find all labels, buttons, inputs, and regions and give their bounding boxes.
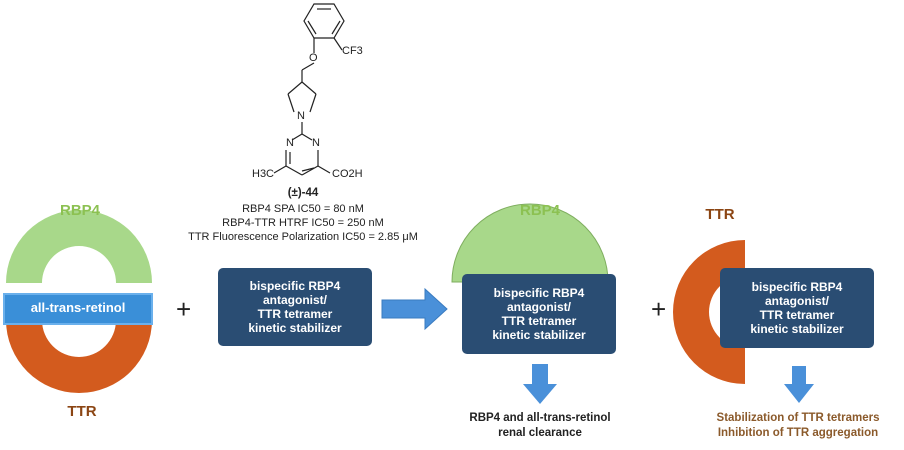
down-arrow-rbp4 [523, 364, 557, 404]
stabilizer-box-ttr-bound: bispecific RBP4 antagonist/ TTR tetramer… [720, 268, 874, 348]
cf3-group-label: CF3 [342, 45, 363, 57]
pyrrolidine-n-label: N [297, 110, 305, 122]
chemical-structure [273, 3, 345, 176]
property-ttr-fp: TTR Fluorescence Polarization IC50 = 2.8… [188, 231, 418, 243]
outcome-rbp4-text: RBP4 and all-trans-retinol renal clearan… [440, 411, 640, 441]
plus-sign-right: + [651, 294, 667, 324]
ttr-label-right: TTR [705, 206, 735, 223]
methyl-group-label: H3C [252, 168, 275, 180]
ttr-label-left: TTR [67, 403, 97, 420]
transition-arrow [381, 287, 448, 331]
stabilizer-line-4: kinetic stabilizer [750, 322, 844, 336]
stabilizer-line-4: kinetic stabilizer [492, 328, 586, 342]
property-rbp4-spa: RBP4 SPA IC50 = 80 nM [242, 203, 364, 215]
ttr-arc-shape [6, 320, 152, 393]
pyrimidine-n2-label: N [312, 137, 320, 149]
stabilizer-box-free: bispecific RBP4 antagonist/ TTR tetramer… [218, 268, 372, 346]
retinol-bar-shape [3, 293, 153, 325]
outcome-ttr-line-2: Inhibition of TTR aggregation [717, 427, 879, 439]
compound-label: (±)-44 [287, 187, 319, 199]
stabilizer-line-1: bispecific RBP4 [493, 286, 585, 300]
stabilizer-line-1: bispecific RBP4 [249, 279, 341, 293]
carboxyl-group-label: CO2H [332, 168, 363, 180]
oxygen-atom-label: O [309, 52, 318, 64]
down-arrow-ttr [784, 366, 814, 403]
stabilizer-line-2: antagonist/ [764, 294, 829, 308]
stabilizer-line-3: TTR tetramer [501, 314, 577, 328]
stabilizer-line-4: kinetic stabilizer [248, 321, 342, 335]
stabilizer-box-rbp4-bound: bispecific RBP4 antagonist/ TTR tetramer… [462, 274, 616, 354]
rbp4-cap-shape [451, 203, 609, 283]
outcome-ttr-line-1: Stabilization of TTR tetramers [716, 412, 880, 424]
outcome-ttr-text: Stabilization of TTR tetramers Inhibitio… [694, 411, 902, 441]
compound-properties: RBP4 SPA IC50 = 80 nM RBP4-TTR HTRF IC50… [158, 202, 448, 244]
stabilizer-line-3: TTR tetramer [759, 308, 835, 322]
pyrimidine-n1-label: N [286, 137, 294, 149]
rbp4-label-left: RBP4 [59, 202, 100, 219]
property-rbp4-ttr-htrf: RBP4-TTR HTRF IC50 = 250 nM [222, 217, 384, 229]
left-complex [3, 210, 153, 393]
plus-sign-left: + [176, 294, 192, 324]
stabilizer-line-2: antagonist/ [506, 300, 571, 314]
rbp4-label-middle: RBP4 [519, 202, 560, 219]
outcome-rbp4-line-1: RBP4 and all-trans-retinol [469, 412, 611, 424]
outcome-rbp4-line-2: renal clearance [498, 427, 582, 439]
rbp4-arc-shape [6, 210, 152, 283]
stabilizer-line-3: TTR tetramer [257, 307, 333, 321]
retinol-label: all-trans-retinol [30, 300, 126, 315]
stabilizer-line-2: antagonist/ [262, 293, 327, 307]
stabilizer-line-1: bispecific RBP4 [751, 280, 843, 294]
